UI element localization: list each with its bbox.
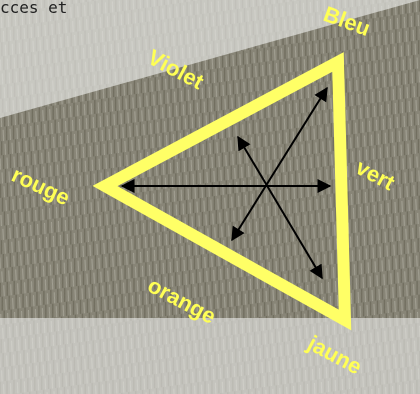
header-text-fragment: cces et — [0, 0, 67, 16]
